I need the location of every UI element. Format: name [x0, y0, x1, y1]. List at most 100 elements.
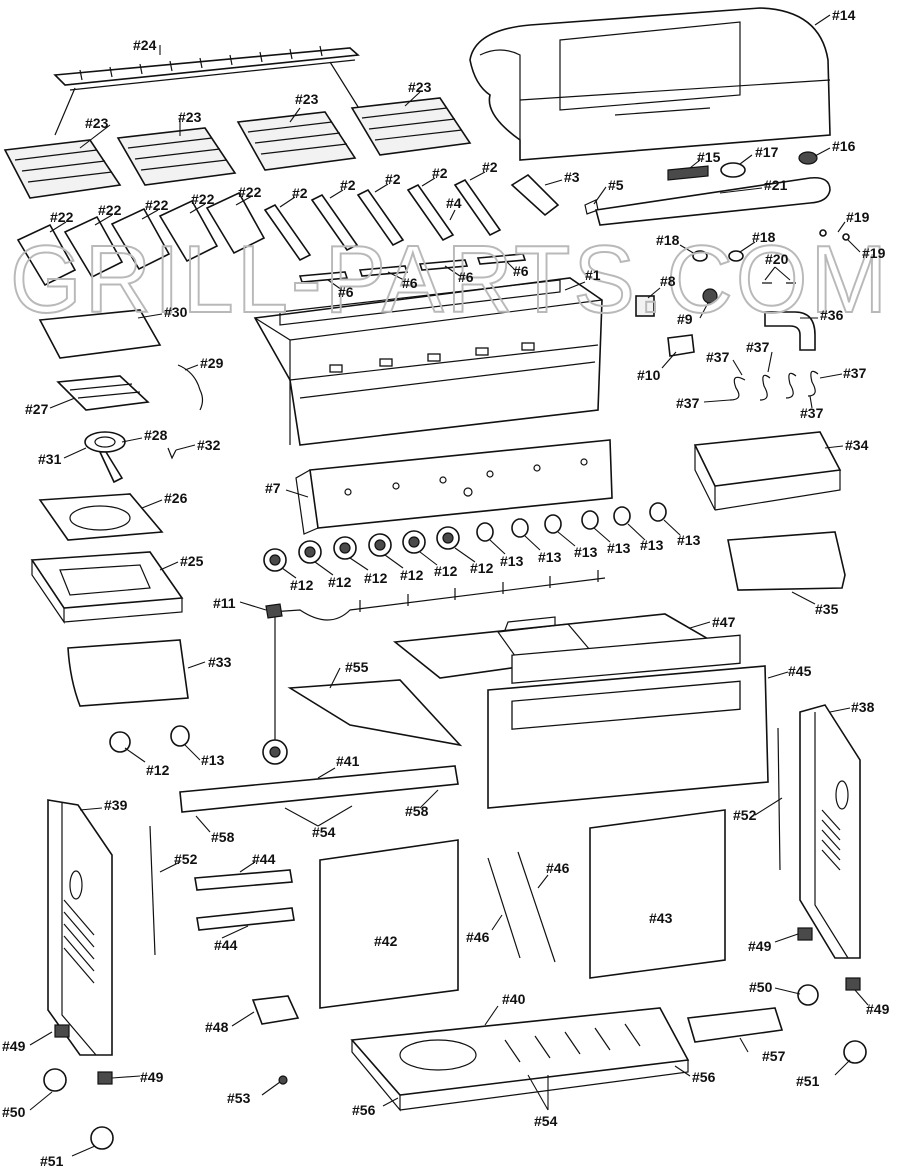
label-25: #25: [180, 553, 204, 569]
label-2: #2: [482, 159, 498, 175]
label-22: #22: [238, 184, 262, 200]
label-37: #37: [800, 405, 824, 421]
part-side-burner-box: [30, 551, 184, 624]
label-33: #33: [208, 654, 232, 670]
label-13: #13: [607, 540, 631, 556]
label-12: #12: [434, 563, 458, 579]
label-49: #49: [748, 938, 772, 954]
label-19: #19: [846, 209, 870, 225]
label-5: #5: [608, 177, 624, 193]
part-front-rail: [179, 765, 459, 813]
label-8: #8: [660, 273, 676, 289]
label-18: #18: [656, 232, 680, 248]
part-burner-bowl: [38, 493, 164, 541]
label-24: #24: [133, 37, 157, 53]
part-grate-3: [236, 111, 357, 171]
label-28: #28: [144, 427, 168, 443]
label-23: #23: [178, 109, 202, 125]
part-firebox: [253, 277, 603, 446]
part-right-door: [589, 809, 726, 979]
label-18: #18: [752, 229, 776, 245]
label-52: #52: [733, 807, 757, 823]
label-39: #39: [104, 797, 128, 813]
label-49: #49: [866, 1001, 890, 1017]
part-grate-1: [3, 139, 122, 199]
label-9: #9: [677, 311, 693, 327]
label-2: #2: [385, 171, 401, 187]
part-small-fasteners: [692, 229, 850, 284]
label-6: #6: [513, 263, 529, 279]
label-12: #12: [400, 567, 424, 583]
part-bottom-shelf: [350, 1007, 690, 1112]
label-3: #3: [564, 169, 580, 185]
label-10: #10: [637, 367, 661, 383]
part-rack-27: [56, 375, 150, 411]
label-16: #16: [832, 138, 856, 154]
part-clip-32: [167, 447, 177, 460]
part-knobs: [263, 502, 667, 572]
label-6: #6: [402, 275, 418, 291]
parts-drawings: [3, 7, 867, 1150]
part-side-tray-30: [38, 309, 162, 359]
part-warming-rack: [53, 45, 361, 136]
label-58: #58: [405, 803, 429, 819]
label-14: #14: [832, 7, 856, 23]
part-panel-33: [67, 639, 189, 707]
leader-lines: [29, 14, 869, 1157]
label-46: #46: [546, 860, 570, 876]
part-sheet-55: [287, 679, 463, 747]
part-back-panel: [487, 634, 769, 809]
label-51: #51: [40, 1153, 64, 1169]
part-door-handles: [194, 869, 295, 931]
part-grate-2: [116, 127, 237, 186]
label-37: #37: [706, 349, 730, 365]
label-48: #48: [205, 1019, 229, 1035]
label-22: #22: [98, 202, 122, 218]
label-56: #56: [352, 1102, 376, 1118]
label-2: #2: [292, 185, 308, 201]
part-lid: [469, 7, 831, 161]
watermark-text: GRILL-PARTS.COM: [10, 226, 890, 333]
part-right-cart-side: [799, 704, 861, 959]
part-lid-hardware: [510, 151, 831, 226]
label-56: #56: [692, 1069, 716, 1085]
label-40: #40: [502, 991, 526, 1007]
part-casters: [43, 927, 867, 1150]
label-47: #47: [712, 614, 736, 630]
part-left-cart-side: [47, 799, 113, 1056]
label-26: #26: [164, 490, 188, 506]
label-17: #17: [755, 144, 779, 160]
label-54: #54: [312, 824, 336, 840]
part-hooks: [729, 370, 819, 401]
label-11: #11: [213, 595, 236, 611]
label-6: #6: [458, 269, 474, 285]
label-20: #20: [765, 251, 789, 267]
part-drip-box: [686, 1007, 784, 1043]
label-13: #13: [201, 752, 225, 768]
label-46: #46: [466, 929, 490, 945]
part-elbow: [764, 311, 816, 351]
part-control-panel: [295, 439, 613, 535]
label-35: #35: [815, 601, 839, 617]
label-7: #7: [265, 480, 281, 496]
label-37: #37: [843, 365, 867, 381]
label-49: #49: [140, 1069, 164, 1085]
label-50: #50: [2, 1104, 26, 1120]
label-4: #4: [446, 195, 462, 211]
label-36: #36: [820, 307, 844, 323]
label-44: #44: [252, 851, 276, 867]
part-burners: [263, 178, 502, 262]
label-30: #30: [164, 304, 188, 320]
label-29: #29: [200, 355, 224, 371]
part-wire-29: [177, 364, 204, 411]
label-34: #34: [845, 437, 869, 453]
part-grate-4: [350, 97, 472, 156]
label-44: #44: [214, 937, 238, 953]
label-13: #13: [574, 544, 598, 560]
part-labels: #14 #24 #23 #23 #23 #23 #3 #15 #17 #16 #…: [2, 7, 890, 1169]
part-left-door: [319, 839, 459, 1009]
label-12: #12: [290, 577, 314, 593]
label-2: #2: [432, 165, 448, 181]
label-43: #43: [649, 910, 673, 926]
part-panel-35: [727, 531, 846, 591]
